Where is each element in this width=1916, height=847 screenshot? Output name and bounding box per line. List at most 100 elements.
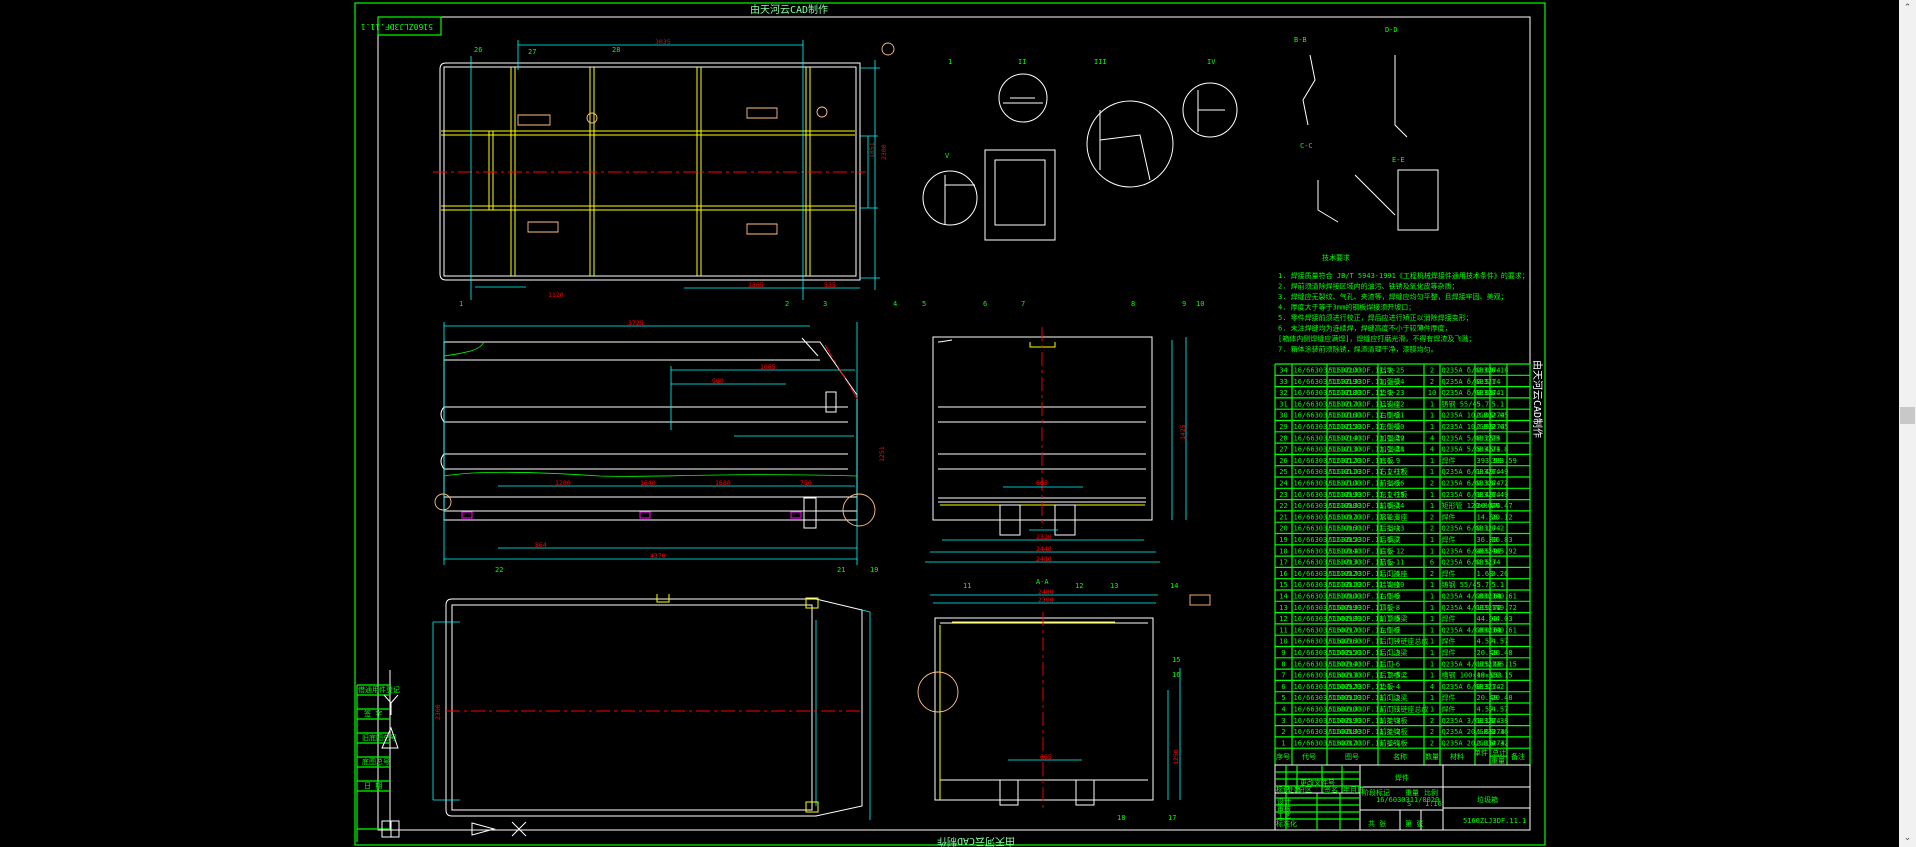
- cell-code: 16/66303/1100950: [1294, 649, 1361, 657]
- cell-unit: 4.57: [1477, 706, 1494, 714]
- tech-req-item: 4. 厚度大于等于3mm的钢板焊接须开坡口；: [1278, 303, 1415, 312]
- cell-total: 300.61: [1492, 593, 1517, 601]
- part-callout: 2: [785, 300, 789, 308]
- cell-material: 铸钢 55/45: [1442, 399, 1481, 408]
- cell-no: 6: [1281, 683, 1285, 691]
- scroll-down-arrow-icon[interactable]: ⌄: [1903, 833, 1912, 843]
- part-callout: 13: [1110, 582, 1118, 590]
- cell-unit: 14.56: [1477, 513, 1498, 521]
- cell-drawing: 5160ZLJ3DF.11.1-19: [1329, 434, 1405, 442]
- cell-qty: 1: [1430, 649, 1434, 657]
- cell-qty: 1: [1430, 694, 1434, 702]
- part-callout: 27: [528, 48, 536, 56]
- cell-code: 16/66303/1110010: [1294, 581, 1361, 589]
- dim-label: 1250: [1172, 749, 1180, 765]
- cell-name: 挂钩座: [1380, 399, 1401, 408]
- technical-requirements: 技术要求 1. 焊接质量符合 JB/T 5943-1991《工程机械焊接件通用技…: [1278, 253, 1529, 354]
- cell-no: 12: [1279, 615, 1287, 623]
- cell-qty: 2: [1430, 525, 1434, 533]
- cell-material: Q235A 6/GB3274: [1442, 683, 1501, 691]
- cell-drawing: 5160ZLJ3DF.11.1-13: [1329, 525, 1405, 533]
- dim-label: 2320: [1036, 533, 1052, 541]
- cell-material: Q235A 6/GB3274: [1442, 491, 1501, 499]
- label-stage: 阶段标记: [1362, 788, 1390, 797]
- cell-code: 16/66303/1100990: [1294, 604, 1361, 612]
- cell-drawing: 5160ZLJ3DF.11.1.7: [1329, 536, 1401, 544]
- cell-unit: 5.7: [1477, 581, 1490, 589]
- cell-total: 465.92: [1492, 547, 1517, 555]
- cell-drawing: 5160ZLJ3DF.11.1.2: [1329, 694, 1401, 702]
- part-callout: 22: [495, 566, 503, 574]
- cell-code: 16/66303/1110180: [1294, 389, 1361, 397]
- cell-no: 32: [1279, 389, 1287, 397]
- cell-no: 21: [1279, 513, 1287, 521]
- cell-drawing: 5160ZLJ3DF.11.1.8: [1329, 513, 1401, 521]
- cell-drawing: 5160ZLJ3DF.11.1.6: [1329, 570, 1401, 578]
- dim-label: 1851: [868, 142, 876, 158]
- cell-material: 焊件: [1442, 648, 1456, 657]
- cell-drawing: 5160ZLJ3DF.11.1-3: [1329, 717, 1401, 725]
- cell-qty: 1: [1430, 547, 1434, 555]
- cell-drawing: 5160ZLJ3DF.11.1-6: [1329, 660, 1401, 668]
- cell-drawing: 5160ZLJ3DF.11.1-4: [1329, 683, 1401, 691]
- cell-qty: 1: [1430, 615, 1434, 623]
- cell-unit: 300.61: [1477, 626, 1502, 634]
- cell-code: 16/66303/1110110: [1294, 468, 1361, 476]
- label-process: 工艺: [1277, 812, 1291, 820]
- cell-qty: 1: [1430, 491, 1434, 499]
- cell-unit: 6.25: [1477, 434, 1494, 442]
- tech-req-item: 2. 焊前须清除焊接区域内的油污、铁锈及氧化皮等杂质；: [1278, 282, 1459, 291]
- header-name: 名称: [1393, 752, 1407, 761]
- dim-label: 3035: [655, 38, 671, 46]
- tech-req-item: 5. 零件焊接前须进行校正，焊后应进行矫正以消除焊接变形；: [1278, 313, 1473, 322]
- part-callout: 28: [612, 46, 620, 54]
- cell-name: 垫块: [1380, 388, 1394, 397]
- cell-no: 24: [1279, 480, 1287, 488]
- cell-total: 3: [1492, 559, 1496, 567]
- cell-no: 8: [1281, 660, 1285, 668]
- watermark-top: 由天河云CAD制作: [750, 3, 828, 16]
- cell-unit: 0.01: [1477, 389, 1494, 397]
- dim-label: 1680: [715, 479, 731, 487]
- end-view: 665 2320 2440 2480 1425 4 5 6 7 8 9 10: [893, 300, 1204, 563]
- cell-drawing: 5160ZLJ3DF.11.1-7: [1329, 626, 1401, 634]
- part-callout: 21: [837, 566, 845, 574]
- cell-code: 16/66303/1100890: [1294, 717, 1361, 725]
- cell-code: 16/66303/1110120: [1294, 457, 1361, 465]
- cell-total: 1: [1492, 378, 1496, 386]
- part-callout: 7: [1021, 300, 1025, 308]
- cell-code: 16/66303/1110140: [1294, 434, 1361, 442]
- cell-total: 25: [1492, 434, 1500, 442]
- cell-unit: 465.92: [1477, 547, 1502, 555]
- cell-code: 16/66303/1100980: [1294, 615, 1361, 623]
- cell-drawing: 5160ZLJ3DF.11.1-24: [1329, 378, 1405, 386]
- cell-no: 27: [1279, 446, 1287, 454]
- cell-qty: 2: [1430, 378, 1434, 386]
- cell-name: 顶板: [1380, 603, 1394, 612]
- scroll-up-arrow-icon[interactable]: ⌃: [1903, 3, 1912, 13]
- cell-material: Q235A 5/GB3274: [1442, 446, 1501, 454]
- cell-name: 后挡块: [1380, 524, 1401, 533]
- cell-qty: 1: [1430, 581, 1434, 589]
- watermark-bottom: 由天河云CAD制作: [937, 835, 1015, 847]
- header-material: 材料: [1450, 752, 1464, 761]
- cell-total: 5.1: [1492, 400, 1505, 408]
- cell-drawing: 5160ZLJ3DF.11.1.9: [1329, 457, 1401, 465]
- cell-total: 3.26: [1492, 570, 1509, 578]
- scrollbar-thumb[interactable]: [1900, 407, 1915, 424]
- cell-material: Q235A 6/GB3274: [1442, 480, 1501, 488]
- cell-qty: 2: [1430, 513, 1434, 521]
- cell-no: 9: [1281, 649, 1285, 657]
- label-standard: 标准化: [1276, 819, 1297, 828]
- vertical-scrollbar[interactable]: ⌃ ⌄: [1899, 0, 1916, 847]
